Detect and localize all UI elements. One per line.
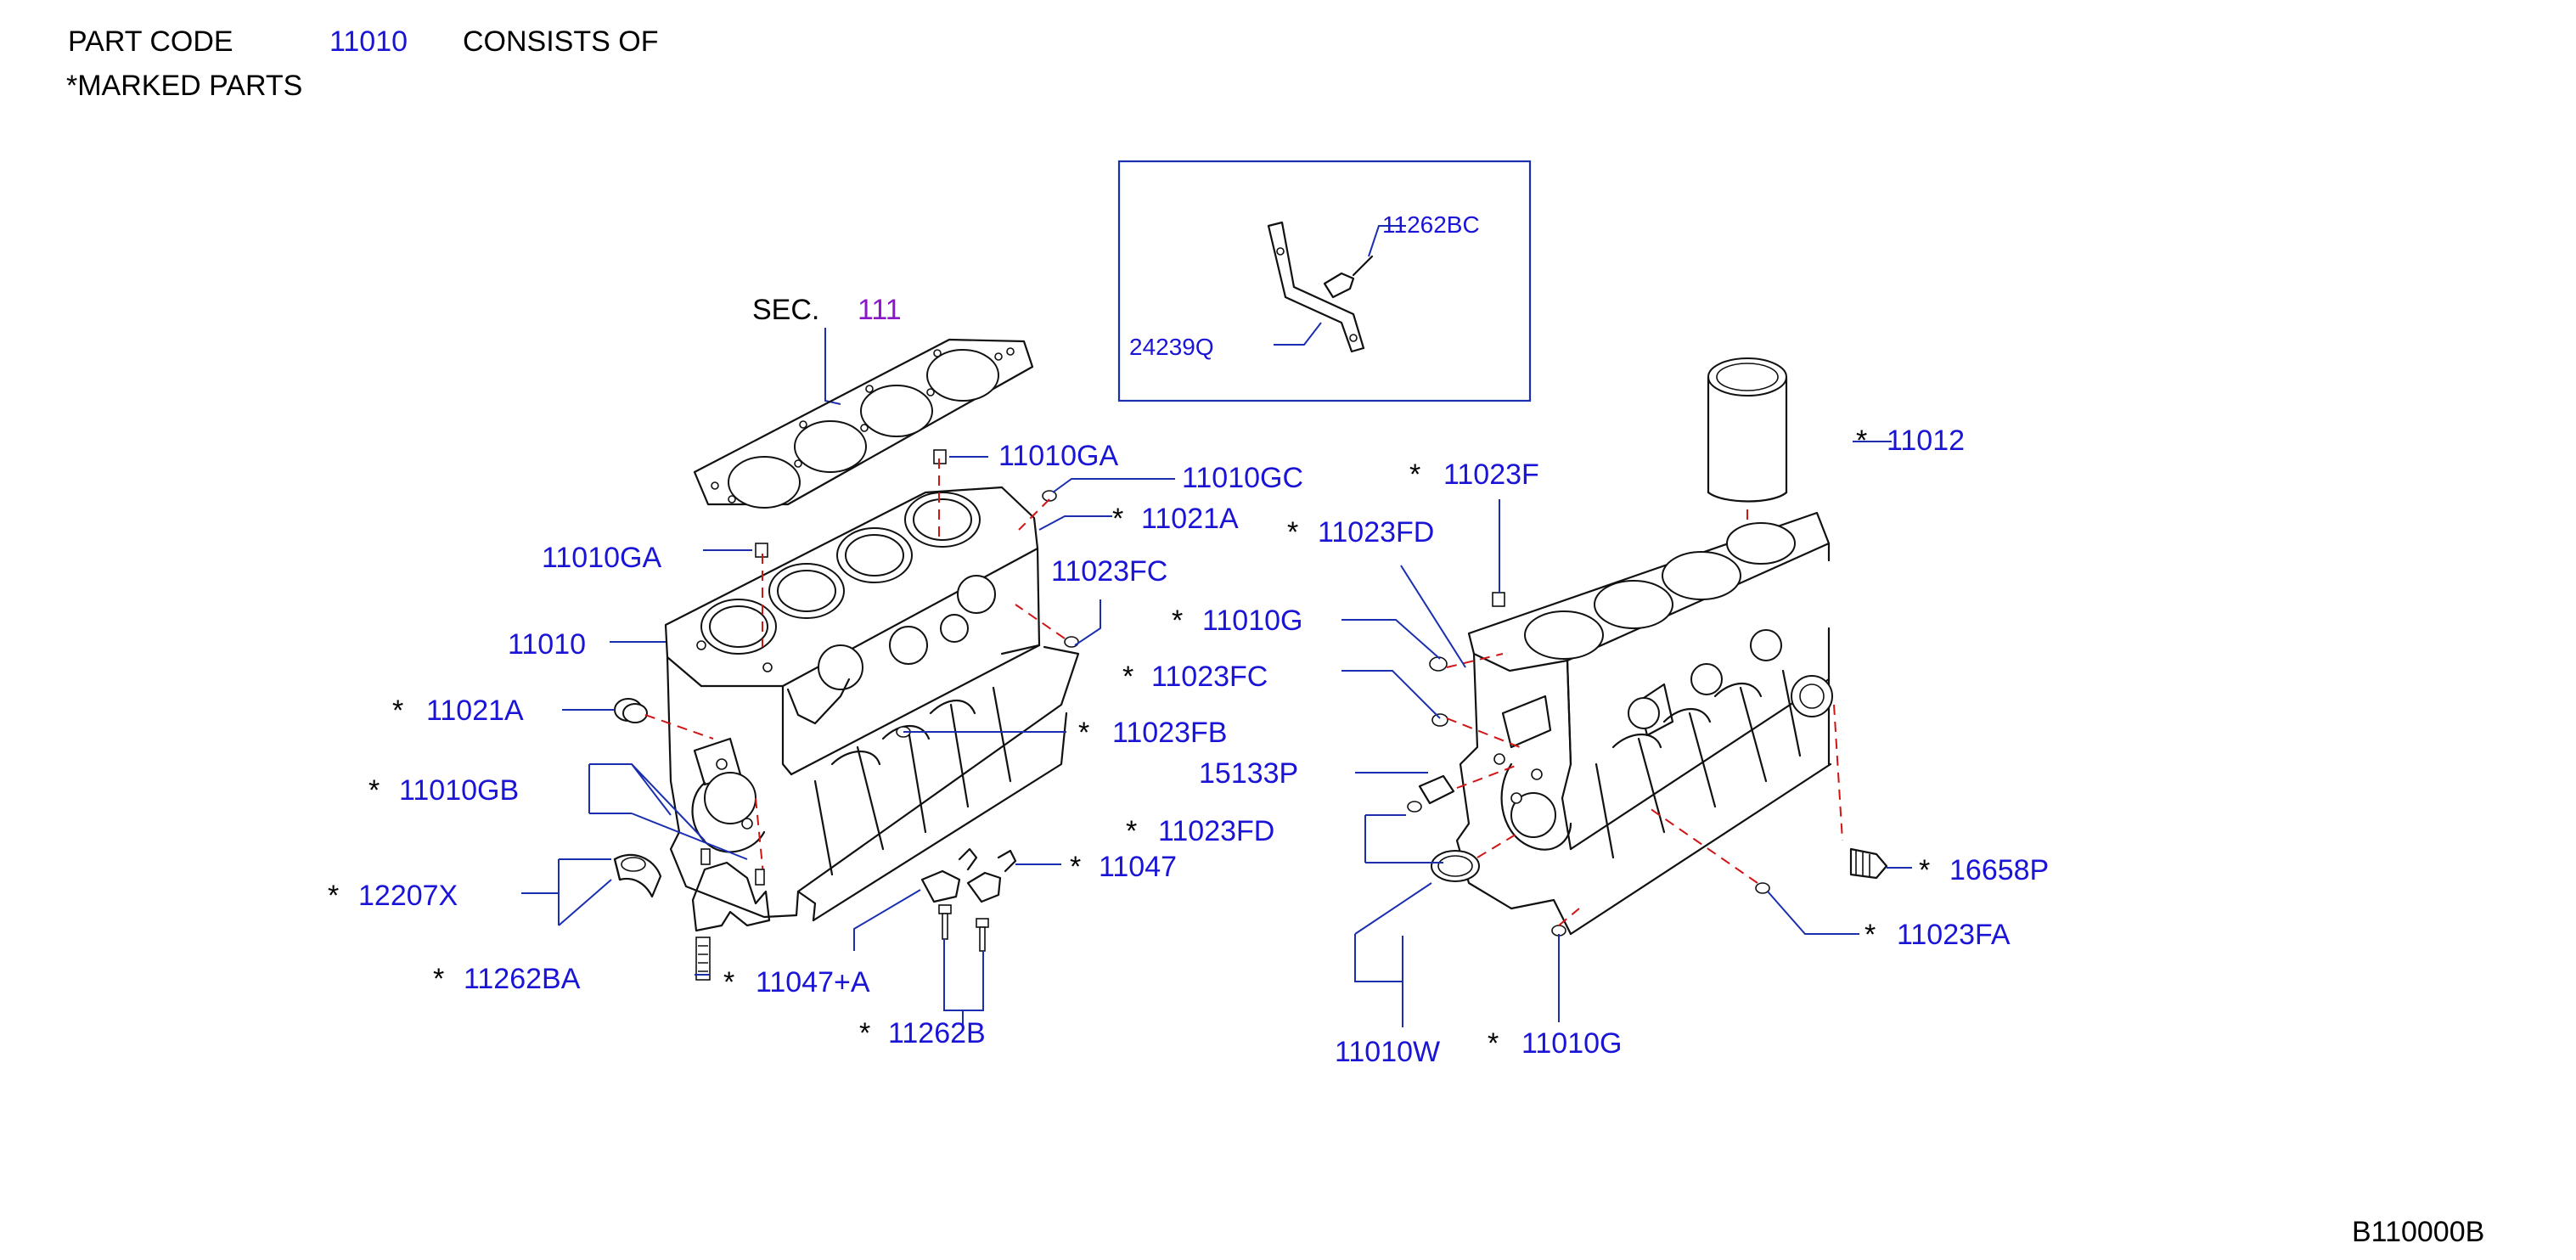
oil-jet-11047 [966, 849, 1017, 903]
plug-11010gc [1042, 490, 1057, 502]
plug-11023fc [1064, 636, 1079, 648]
marker-11023fd-mid: * [1126, 815, 1137, 847]
label-11023fa[interactable]: 11023FA [1897, 919, 2011, 951]
left-leader-lines [521, 456, 1175, 1031]
plug-11023fa [1755, 882, 1770, 894]
label-11012[interactable]: 11012 [1887, 425, 1965, 457]
oil-jet-11047a [920, 847, 978, 903]
main-bearing-cap [691, 848, 771, 932]
marker-11010g-bottom: * [1488, 1027, 1499, 1060]
label-11010ga-top[interactable]: 11010GA [998, 440, 1118, 472]
marker-11021a-left: * [392, 695, 403, 727]
label-11023f[interactable]: 11023F [1443, 458, 1539, 491]
label-11023fd-mid[interactable]: 11023FD [1158, 815, 1274, 847]
marker-12207x: * [328, 880, 339, 912]
label-11010gc[interactable]: 11010GC [1182, 462, 1303, 494]
inset-bracket-detail: 11262BC 24239Q [1117, 160, 1532, 402]
label-11047a[interactable]: 11047+A [756, 966, 870, 998]
label-11023fd-top[interactable]: 11023FD [1318, 516, 1434, 548]
label-11010w[interactable]: 11010W [1335, 1036, 1440, 1068]
plug-11010g-top [1429, 656, 1448, 672]
header-consists-of: CONSISTS OF [463, 25, 658, 58]
label-11021a-top[interactable]: 11021A [1141, 503, 1239, 535]
label-11021a-left[interactable]: 11021A [426, 695, 524, 727]
label-11010g-top[interactable]: 11010G [1202, 605, 1302, 637]
label-11023fb[interactable]: 11023FB [1112, 717, 1227, 749]
marker-11047a: * [723, 966, 734, 998]
header-part-code-label: PART CODE [68, 25, 233, 58]
label-11023fc-left[interactable]: 11023FC [1051, 555, 1167, 588]
label-11010gb[interactable]: 11010GB [399, 774, 519, 807]
label-11023fc-right[interactable]: 11023FC [1151, 661, 1268, 693]
marker-11012: * [1856, 425, 1867, 457]
main-bearing-shells [613, 853, 662, 898]
label-11047[interactable]: 11047 [1099, 851, 1177, 883]
inset-label-11262bc[interactable]: 11262BC [1382, 211, 1480, 238]
bolt-11262ba [695, 937, 711, 981]
diagram-id: B110000B [2352, 1216, 2484, 1248]
right-leader-lines [1341, 441, 1912, 1027]
label-11010g-bottom[interactable]: 11010G [1521, 1027, 1622, 1060]
plug-11023f [1492, 592, 1505, 607]
head-gasket [693, 338, 1034, 509]
sensor-15133p [1407, 774, 1455, 813]
marker-11023fc-right: * [1122, 661, 1133, 693]
bolts-11262b [938, 904, 989, 952]
label-11010[interactable]: 11010 [508, 628, 586, 661]
left-labels: 11010GA 11010GC * 11021A 11010GA 11023FC… [328, 440, 1303, 1049]
marker-16658p: * [1919, 854, 1930, 886]
header-part-code[interactable]: 11010 [329, 25, 408, 58]
section-ref-number[interactable]: 111 [858, 294, 902, 326]
right-labels: * 11023F * 11012 * 11023FD * 11010G * 11… [1122, 425, 2049, 1068]
marker-11262ba: * [433, 963, 444, 995]
marker-11010gb: * [368, 774, 380, 807]
right-cylinder-block-drawing [1407, 357, 1888, 937]
label-11262b[interactable]: 11262B [888, 1017, 986, 1049]
marker-11023fa: * [1865, 919, 1876, 951]
cylinder-liner [1707, 357, 1788, 503]
inset-label-24239q[interactable]: 24239Q [1129, 334, 1214, 360]
left-cylinder-block-drawing [613, 338, 1080, 981]
marker-11010g-top: * [1172, 605, 1183, 637]
label-11010ga-left[interactable]: 11010GA [542, 542, 661, 574]
marker-11023fd-top: * [1287, 516, 1298, 548]
label-12207x[interactable]: 12207X [358, 880, 458, 912]
section-ref-prefix: SEC. [752, 294, 819, 326]
plug-11023fc-right [1431, 713, 1448, 727]
marker-11023f: * [1409, 458, 1420, 491]
sensor-16658p [1849, 847, 1888, 880]
label-11262ba[interactable]: 11262BA [464, 963, 581, 995]
seal-11010w [1431, 850, 1480, 882]
marker-11047: * [1070, 851, 1081, 883]
header-marked-parts: *MARKED PARTS [66, 70, 302, 102]
marker-11262b: * [859, 1017, 870, 1049]
label-15133p[interactable]: 15133P [1199, 757, 1298, 790]
label-16658p[interactable]: 16658P [1949, 854, 2049, 886]
marker-11023fb: * [1078, 717, 1089, 749]
marker-11021a-top: * [1112, 503, 1123, 535]
